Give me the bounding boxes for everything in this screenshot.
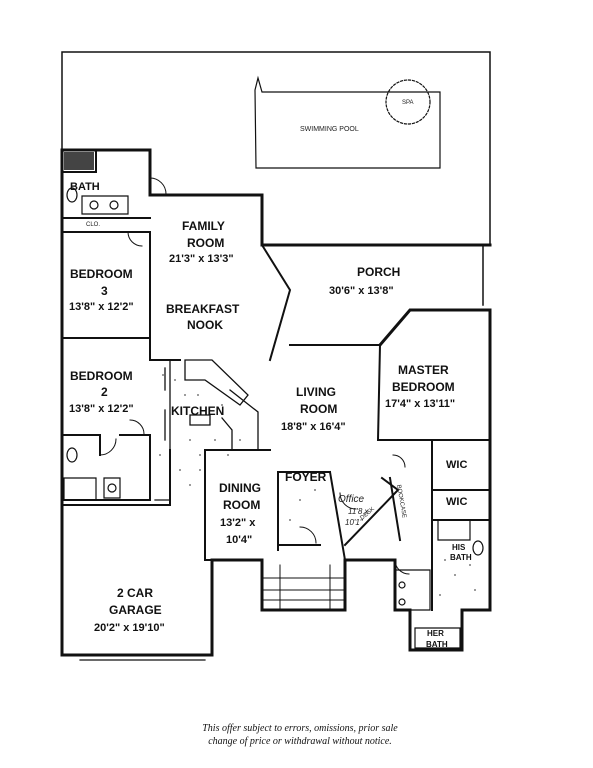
living-room-label-2: ROOM <box>300 402 337 416</box>
dining-room-dims-1: 13'2" x <box>220 517 256 529</box>
bath-label: BATH <box>70 181 100 193</box>
master-bedroom-label-1: MASTER <box>398 363 449 377</box>
porch-label: PORCH <box>357 265 400 279</box>
master-bedroom-dims: 17'4" x 13'11" <box>385 398 455 410</box>
breakfast-nook-label-1: BREAKFAST <box>166 302 240 316</box>
dining-room-label-1: DINING <box>219 481 261 495</box>
kitchen-sink <box>189 414 211 426</box>
disclaimer-line-2: change of price or withdrawal without no… <box>208 736 392 747</box>
garage-label-2: GARAGE <box>109 603 162 617</box>
bedroom3-label-1: BEDROOM <box>70 267 133 281</box>
bath-vanity <box>81 195 129 215</box>
bedroom2-dims: 13'8" x 12'2" <box>69 403 134 415</box>
pool-enclosure <box>61 51 491 246</box>
spa <box>385 79 431 125</box>
dining-room-label-2: ROOM <box>223 498 260 512</box>
her-bath-label-2: BATH <box>426 640 448 649</box>
bedroom3-label-2: 3 <box>101 284 108 298</box>
pool-label: SWIMMING POOL <box>300 126 359 133</box>
closet-label: CLO. <box>86 222 100 228</box>
family-room-label-2: ROOM <box>187 236 224 250</box>
office-dims-1: 11'8 x <box>348 507 370 516</box>
bookcase-label: BOOKCASE <box>395 484 407 518</box>
porch-dims: 30'6" x 13'8" <box>329 285 394 297</box>
dining-room-dims-2: 10'4" <box>226 534 252 546</box>
his-bath-label-1: HIS <box>452 543 466 552</box>
garage-door <box>79 654 206 661</box>
living-room-dims: 18'8" x 16'4" <box>281 421 346 433</box>
wic1-label: WIC <box>446 459 467 471</box>
family-room-dims: 21'3" x 13'3" <box>169 253 234 265</box>
bedroom2-label-2: 2 <box>101 385 108 399</box>
garage-dims: 20'2" x 19'10" <box>94 622 165 634</box>
swimming-pool <box>254 75 441 169</box>
master-bedroom-label-2: BEDROOM <box>392 380 455 394</box>
garage-label-1: 2 CAR <box>117 586 153 600</box>
foyer-label: FOYER <box>285 470 327 484</box>
wic2-label: WIC <box>446 496 467 508</box>
mechanical-chase <box>64 152 94 170</box>
living-room-label-1: LIVING <box>296 385 336 399</box>
his-bath-label-2: BATH <box>450 553 472 562</box>
kitchen-island <box>184 359 249 406</box>
breakfast-nook-label-2: NOOK <box>187 318 223 332</box>
spa-label: SPA <box>402 100 414 106</box>
kitchen-label: KITCHEN <box>171 404 224 418</box>
her-bath-label-1: HER <box>427 629 444 638</box>
bedroom2-label-1: BEDROOM <box>70 369 133 383</box>
bedroom3-dims: 13'8" x 12'2" <box>69 301 134 313</box>
kitchen-counter <box>221 389 259 451</box>
disclaimer-line-1: This offer subject to errors, omissions,… <box>202 723 398 734</box>
office-label: Office <box>338 494 365 505</box>
office-dims-2: 10'1" <box>345 518 364 527</box>
bath-tub <box>63 477 97 501</box>
family-room-label-1: FAMILY <box>182 219 225 233</box>
